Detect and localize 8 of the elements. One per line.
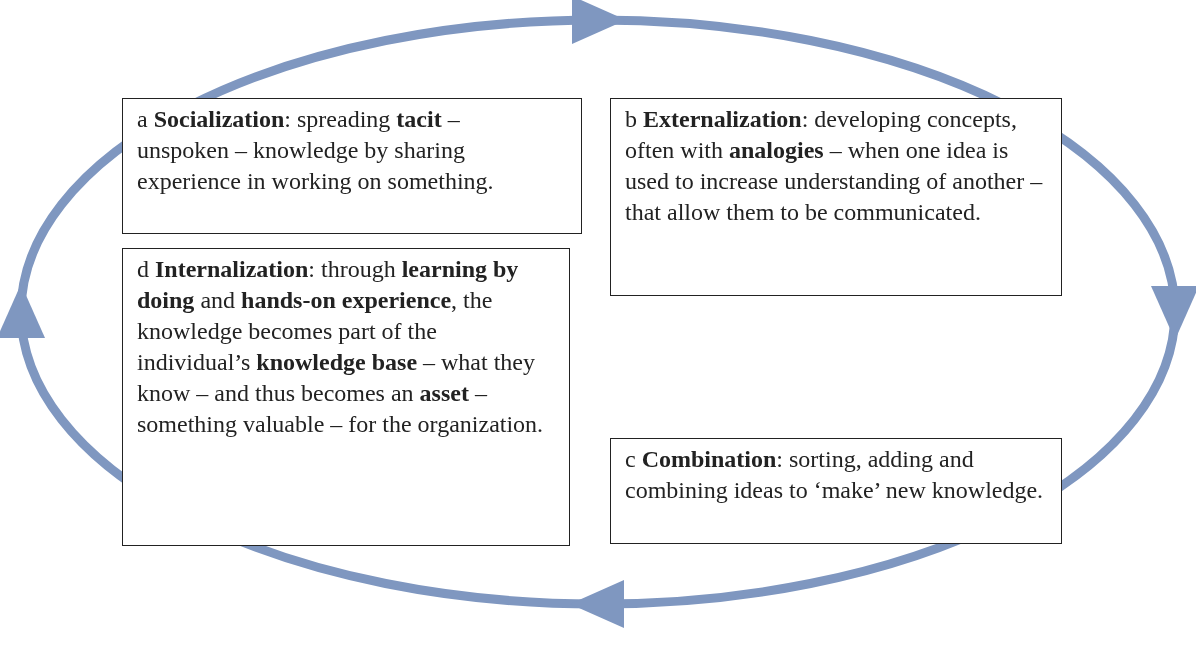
description-text: a Socialization: spreading tacit – unspoken – knowledge by sharing experience in working on something. <box>137 105 495 196</box>
description-text: b Externalization: developing concepts, often with analogies – when one idea is used to increase understanding of another – that allow them to be communicated. <box>625 105 1044 227</box>
text-box <box>122 98 582 234</box>
description-text: d Internalization: through learning by doing and hands-on experience, the knowledge becomes part of the individual’s knowledge base – what they know – and thus becomes an asset – something valuable – for the organization. <box>137 255 545 439</box>
text-box <box>610 98 1062 296</box>
text-box <box>610 438 1062 544</box>
text-box <box>122 248 570 546</box>
description-text: c Combination: sorting, adding and combining ideas to ‘make’ new knowledge. <box>625 445 1045 505</box>
